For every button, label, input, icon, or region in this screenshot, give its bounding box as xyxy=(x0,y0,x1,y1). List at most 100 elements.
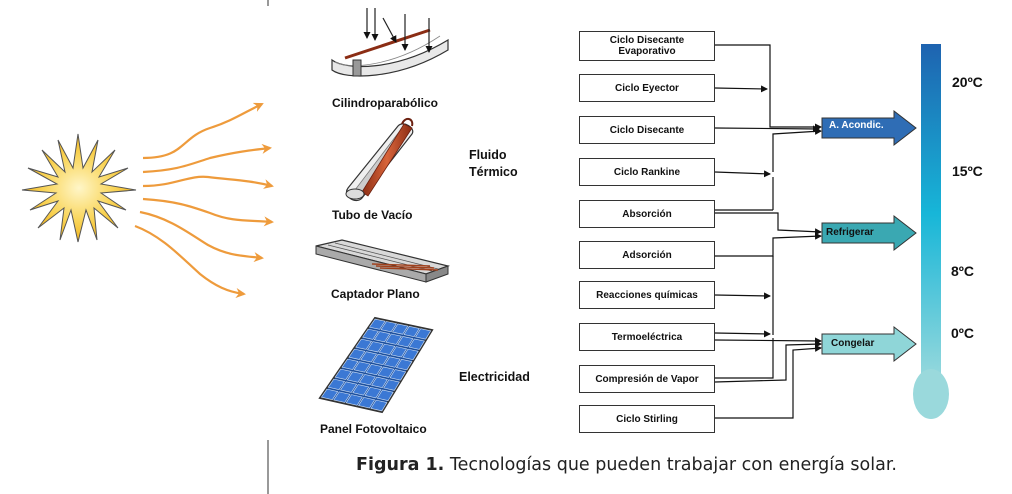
collector-label-captador-plano: Captador Plano xyxy=(331,287,420,301)
pv-cell xyxy=(389,369,407,381)
tech-box-line1: Reacciones químicas xyxy=(596,289,698,301)
pv-cell xyxy=(380,321,397,333)
pv-cell xyxy=(341,358,359,370)
tech-box-label: Reacciones químicas xyxy=(596,290,698,301)
parabolic-trough-icon xyxy=(331,8,449,77)
tech-box-ciclo-disecante: Ciclo Disecante xyxy=(579,116,715,144)
application-label-refrigerar: Refrigerar xyxy=(826,227,874,238)
tech-box-label: Ciclo Disecante xyxy=(610,125,684,136)
tech-box-label: Adsorción xyxy=(622,250,671,261)
pv-cell xyxy=(383,379,400,391)
application-arrows xyxy=(821,109,917,363)
sun-icon xyxy=(21,133,137,243)
pv-cell xyxy=(373,331,391,343)
tech-box-line1: Ciclo Rankine xyxy=(613,166,681,178)
application-arrow-congelar xyxy=(821,325,917,363)
temperature-label-8: 8ºC xyxy=(951,263,975,279)
pv-cell xyxy=(385,333,402,345)
figure-caption: Figura 1. Tecnologías que pueden trabaja… xyxy=(356,455,897,475)
tech-box-line1: Adsorción xyxy=(622,249,672,261)
pv-cell xyxy=(397,336,414,348)
tech-box-line1: Absorción xyxy=(622,208,672,220)
pv-cell xyxy=(358,397,376,409)
sun-rays xyxy=(134,102,274,298)
tech-box-line1: Termoeléctrica xyxy=(611,331,683,343)
tech-box-label: Absorción xyxy=(622,209,671,220)
pv-cell xyxy=(377,366,395,378)
figure-caption-text: Tecnologías que pueden trabajar con ener… xyxy=(444,455,897,475)
pv-cell xyxy=(353,361,371,373)
temperature-label-0: 0ºC xyxy=(951,325,975,341)
pv-cell xyxy=(384,356,401,368)
application-label-congelar: Congelar xyxy=(831,338,875,349)
tech-box-line1: Ciclo Disecante xyxy=(609,124,685,136)
pv-cell xyxy=(360,351,378,363)
temperature-label-15: 15ºC xyxy=(952,163,983,179)
pv-cell xyxy=(371,376,388,388)
flat-plate-collector-icon xyxy=(315,239,451,283)
pv-cell xyxy=(364,386,382,399)
figure-caption-prefix: Figura 1. xyxy=(356,455,445,475)
pv-cell xyxy=(348,348,366,360)
tech-box-absorcion: Absorción xyxy=(579,200,715,228)
pv-cell xyxy=(365,363,383,376)
pv-cell xyxy=(352,384,370,396)
tech-box-ciclo-stirling: Ciclo Stirling xyxy=(579,405,715,433)
tech-box-ciclo-rankine: Ciclo Rankine xyxy=(579,158,715,186)
tech-box-ciclo-eyector: Ciclo Eyector xyxy=(579,74,715,102)
energy-type-thermal-line2: Térmico xyxy=(469,165,518,179)
pv-cell xyxy=(368,318,386,330)
tech-box-label: Ciclo Rankine xyxy=(614,167,680,178)
pv-cell xyxy=(345,394,363,406)
pv-cell xyxy=(395,358,413,371)
pv-cell xyxy=(333,391,351,403)
pv-cell xyxy=(327,378,346,390)
energy-type-thermal-line1: Fluido xyxy=(469,148,507,162)
tech-box-adsorcion: Adsorción xyxy=(579,241,715,269)
tech-box-line2: Evaporativo xyxy=(618,46,676,57)
application-arrow-refrigerar xyxy=(821,214,917,252)
pv-cell xyxy=(392,323,409,335)
collector-label-panel-fotovoltaico: Panel Fotovoltaico xyxy=(320,422,427,436)
pv-cell xyxy=(378,343,396,355)
pv-cell xyxy=(390,346,408,358)
energy-type-fluido-termico: Fluido Térmico xyxy=(469,147,518,181)
pv-cell xyxy=(408,338,425,350)
thermometer-icon xyxy=(913,44,949,419)
tech-box-line1: Ciclo Eyector xyxy=(615,82,679,94)
pv-cell xyxy=(362,328,379,340)
pv-cell xyxy=(376,389,394,401)
collector-label-tubo-de-vacio: Tubo de Vacío xyxy=(332,208,413,222)
pv-cell xyxy=(402,348,419,360)
tech-box-compresion-de-vapor: Compresión de Vapor xyxy=(579,365,715,393)
vacuum-tube-icon xyxy=(345,118,414,202)
pv-cell xyxy=(346,371,364,383)
pv-cell xyxy=(320,388,339,401)
application-label-acondic: A. Acondic. xyxy=(829,120,884,131)
tech-box-reacciones-quimicas: Reacciones químicas xyxy=(579,281,715,309)
tech-box-label: Ciclo Eyector xyxy=(615,83,679,94)
pv-cell xyxy=(415,328,432,340)
energy-type-electricidad: Electricidad xyxy=(459,370,530,384)
pv-cell xyxy=(334,368,352,380)
application-arrow-acondic xyxy=(821,109,917,147)
collector-label-cilindroparabolico: Cilindroparabólico xyxy=(332,96,439,110)
tech-box-label: Termoeléctrica xyxy=(612,332,682,343)
pv-cell xyxy=(370,399,388,412)
tech-box-line1: Ciclo Stirling xyxy=(616,413,678,425)
tech-box-line1: Ciclo Disecante xyxy=(609,35,685,46)
connector-lines xyxy=(714,44,822,419)
tech-box-line1: Compresión de Vapor xyxy=(595,373,699,385)
temperature-label-20: 20ºC xyxy=(952,74,983,90)
pv-cell xyxy=(367,341,384,353)
pv-cell xyxy=(403,325,420,338)
pv-cell xyxy=(372,353,389,366)
tech-box-label: Compresión de Vapor xyxy=(595,374,698,385)
pv-cell xyxy=(340,381,358,393)
tech-box-termoelectrica: Termoeléctrica xyxy=(579,323,715,351)
photovoltaic-panel-icon xyxy=(318,316,434,414)
pv-cell xyxy=(355,338,373,350)
